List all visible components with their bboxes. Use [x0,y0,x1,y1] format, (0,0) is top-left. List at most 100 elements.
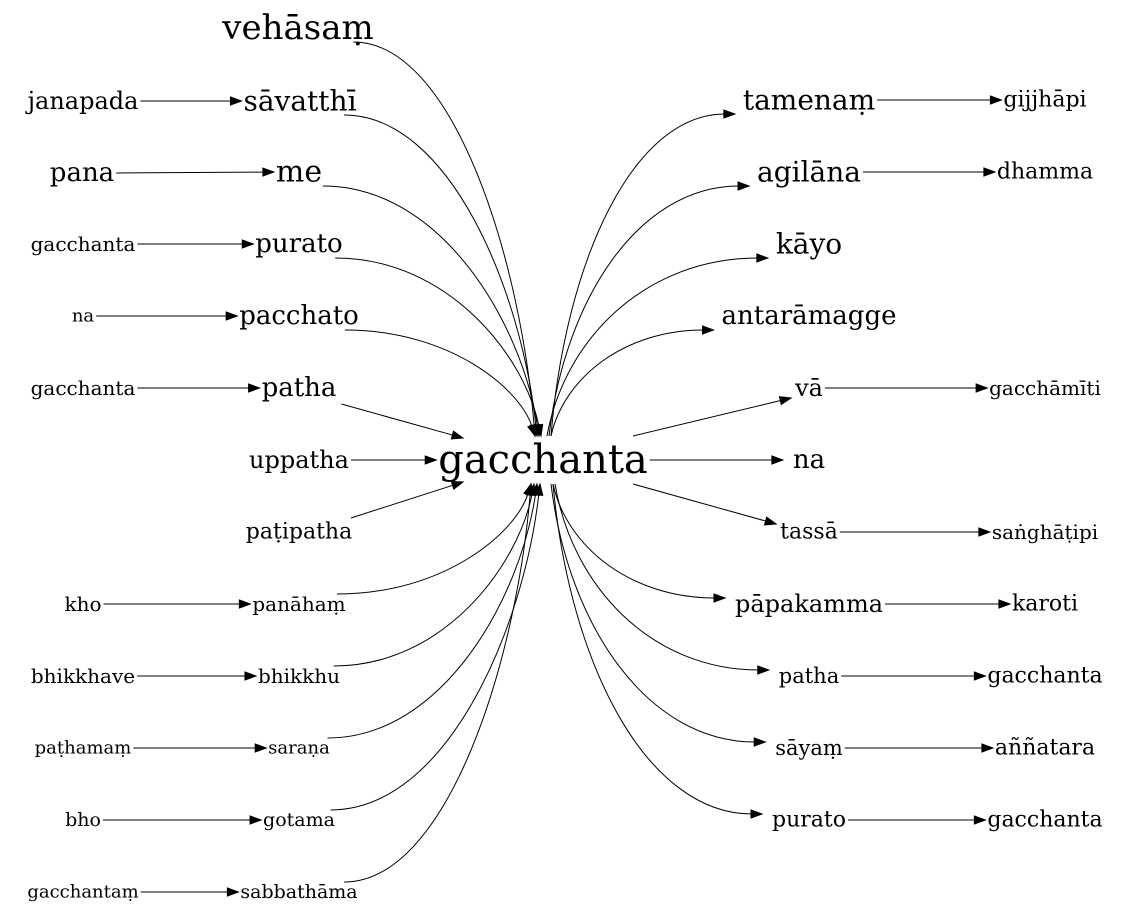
node-sayam-target: aññatara [995,736,1095,761]
edge-gotama-to-center-arrowhead [534,482,544,496]
edge-center-to-sayam [550,483,756,743]
node-gacchanta: gacchanta [438,437,648,483]
edge-sarana-to-center [327,493,537,739]
edge-sabbathama-in-arrowhead [226,887,240,897]
edge-center-to-agilana [548,185,740,437]
edge-center-to-kayo-arrowhead [756,253,770,263]
edge-tamenam-out-arrowhead [989,95,1003,105]
node-kayo: kāyo [776,228,842,261]
node-tassa-target: saṅghāṭipi [992,520,1098,544]
node-pacchato: pacchato [239,301,359,331]
edge-patha-l-in-arrowhead [248,383,262,393]
edge-va-out-arrowhead [975,383,989,393]
node-patha-l-source: gacchanta [31,376,136,400]
node-patha-r-target: gacchanta [987,664,1102,689]
edges [96,41,1012,897]
node-agilana-target: dhamma [997,160,1093,185]
edge-gotama-to-center [330,493,540,811]
edge-bhikkhu-to-center [333,493,533,667]
edge-center-to-kayo [546,257,758,437]
edge-panaham-to-center [336,493,529,595]
node-me-source: pana [50,158,114,188]
node-uppatha: uppatha [249,446,349,474]
edge-vehasam-to-center [353,41,535,427]
node-vehasam: vehāsaṃ [221,8,373,48]
node-sabbathama-source: gacchantaṃ [27,882,138,903]
edge-center-to-patha-r-arrowhead [757,665,771,675]
edge-gotama-in-arrowhead [249,815,263,825]
node-sarana-source: paṭhamaṃ [35,738,132,759]
edge-me-to-center [322,185,538,427]
edge-bhikkhu-in-arrowhead [244,671,258,681]
node-tamenam-target: gijjhāpi [1003,88,1086,113]
edge-center-to-va [632,399,782,437]
edge-patha-r-out-arrowhead [973,671,987,681]
edge-center-to-va-arrowhead [778,396,793,406]
node-bhikkhu: bhikkhu [258,664,340,688]
edge-center-to-na-r-arrowhead [771,455,785,465]
node-labels: gacchantavehāsaṃsāvatthījanapadamepanapu… [25,8,1103,903]
edge-purato-r-out-arrowhead [973,815,987,825]
edge-center-to-antaramagge-arrowhead [702,325,715,335]
edge-savatthi-to-center [343,114,537,427]
edge-center-to-papakamma [552,483,715,599]
node-papakamma-target: karoti [1012,592,1078,617]
edge-panaham-in-arrowhead [238,599,252,609]
node-tassa: tassā [780,520,838,545]
node-tamenam: tamenaṃ [743,84,875,117]
edge-papakamma-out-arrowhead [998,599,1012,609]
node-sarana: saraṇa [268,738,330,759]
node-panaham-source: kho [64,592,101,616]
edge-center-to-antaramagge [550,329,704,437]
edge-center-to-tassa-arrowhead [763,516,778,526]
edge-pacchato-in-arrowhead [225,311,239,321]
edge-purato-l-to-center-arrowhead [534,423,544,438]
edge-center-to-agilana-arrowhead [737,181,751,191]
edge-purato-l-to-center [335,257,540,427]
node-purato-l-source: gacchanta [31,232,136,256]
node-panaham: panāhaṃ [252,592,345,616]
node-me: me [276,155,322,190]
node-patha-r: patha [779,664,839,688]
node-purato-r-target: gacchanta [987,808,1102,833]
node-purato-l: purato [255,229,342,259]
edge-center-to-tamenam-arrowhead [723,109,737,119]
node-gotama-source: bho [65,809,101,831]
edge-center-to-papakamma-arrowhead [713,593,727,603]
node-gotama: gotama [263,809,335,831]
node-sabbathama: sabbathāma [240,881,357,903]
edge-pacchato-to-center-arrowhead [527,423,536,438]
edge-patha-l-to-center [341,403,454,436]
edge-patipatha-to-center [350,484,454,519]
edge-sarana-in-arrowhead [254,743,268,753]
edge-purato-l-in-arrowhead [241,239,255,249]
node-na-r: na [793,445,825,475]
edge-uppatha-to-center-arrowhead [424,455,438,465]
node-patha-l: patha [262,373,337,403]
edge-sabbathama-to-center [344,493,531,883]
node-savatthi-source: janapada [25,87,139,115]
edge-center-to-tassa [632,483,767,522]
node-patipatha: paṭipatha [246,520,352,545]
edge-patha-l-to-center-arrowhead [450,430,465,440]
node-papakamma: pāpakamma [735,590,883,618]
node-agilana: agilāna [757,156,861,189]
edge-savatthi-in-arrowhead [229,96,243,106]
node-pacchato-source: na [72,306,95,327]
node-bhikkhu-source: bhikkhave [31,664,135,688]
edge-tassa-out-arrowhead [978,527,992,537]
edge-me-in [116,171,264,174]
node-va: vā [794,374,823,402]
node-sayam: sāyaṃ [775,736,843,760]
edge-center-to-patha-r [554,483,759,671]
edge-center-to-sayam-arrowhead [753,737,767,747]
node-antaramagge: antarāmagge [722,301,897,331]
edge-me-in-arrowhead [262,167,276,177]
edge-pacchato-to-center [344,329,533,427]
edge-center-to-purato-r [552,483,753,815]
edge-sayam-out-arrowhead [981,743,995,753]
edge-sabbathama-to-center-arrowhead [525,482,535,496]
node-va-target: gacchāmīti [989,376,1101,400]
node-purato-r: purato [772,808,846,833]
